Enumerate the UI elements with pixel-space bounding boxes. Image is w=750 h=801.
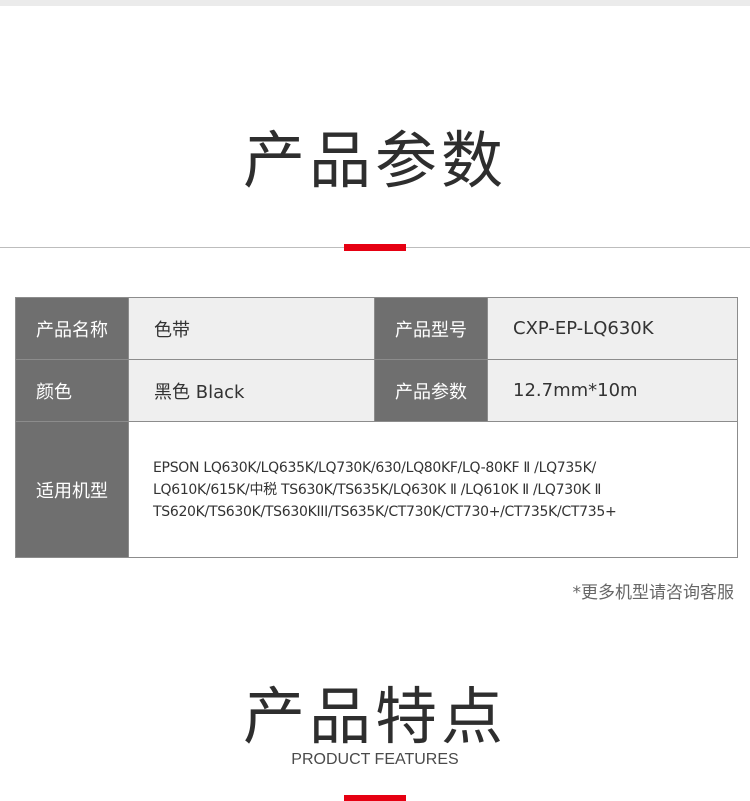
product-name-label: 产品名称 bbox=[15, 297, 129, 360]
model-line: TS620K/TS630K/TS630KIII/TS635K/CT730K/CT… bbox=[153, 503, 617, 520]
model-line: EPSON LQ630K/LQ635K/LQ730K/630/LQ80KF/LQ… bbox=[153, 459, 596, 476]
product-model-value: CXP-EP-LQ630K bbox=[487, 297, 738, 360]
product-params-label: 产品参数 bbox=[374, 359, 488, 422]
section-subtitle-features: PRODUCT FEATURES bbox=[291, 751, 459, 768]
spec-row-name: 产品名称 色带 产品型号 CXP-EP-LQ630K bbox=[15, 297, 738, 360]
spec-table: 产品名称 色带 产品型号 CXP-EP-LQ630K 颜色 黑色 Black 产… bbox=[15, 297, 738, 558]
color-label: 颜色 bbox=[15, 359, 129, 422]
product-model-label: 产品型号 bbox=[374, 297, 488, 360]
section-title-params: 产品参数 bbox=[242, 124, 507, 197]
red-accent-bar bbox=[344, 244, 406, 251]
color-value: 黑色 Black bbox=[128, 359, 375, 422]
product-name-value: 色带 bbox=[128, 297, 375, 360]
more-models-note: *更多机型请咨询客服 bbox=[572, 583, 735, 603]
red-accent-bar bbox=[344, 795, 406, 801]
model-line: LQ610K/615K/中税 TS630K/TS635K/LQ630K Ⅱ /L… bbox=[153, 481, 602, 498]
spec-row-models: 适用机型 EPSON LQ630K/LQ635K/LQ730K/630/LQ80… bbox=[15, 421, 738, 558]
product-params-value: 12.7mm*10m bbox=[487, 359, 738, 422]
spec-row-color: 颜色 黑色 Black 产品参数 12.7mm*10m bbox=[15, 359, 738, 422]
section-title-features: 产品特点 bbox=[242, 680, 507, 753]
compatible-models-label: 适用机型 bbox=[15, 421, 129, 558]
compatible-models-value: EPSON LQ630K/LQ635K/LQ730K/630/LQ80KF/LQ… bbox=[128, 421, 738, 558]
top-strip bbox=[0, 0, 750, 6]
